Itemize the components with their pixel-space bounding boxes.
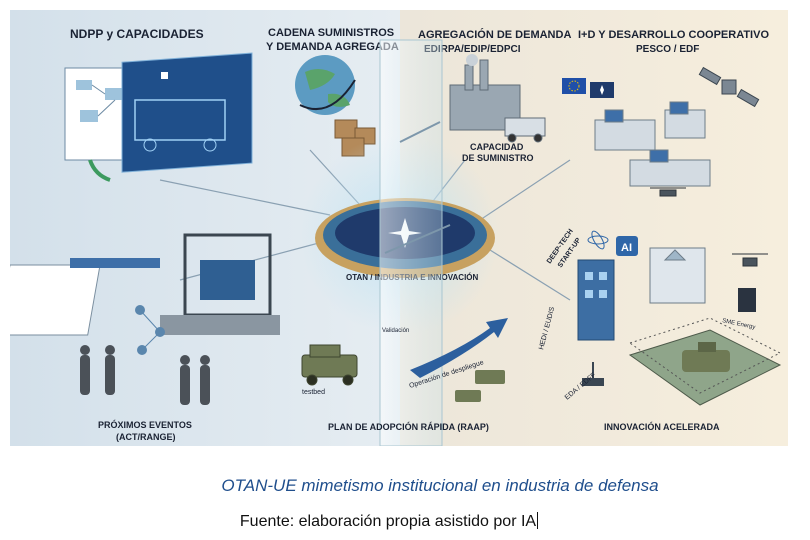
ndpp-dashboard-illustration xyxy=(64,52,253,182)
factory-illustration xyxy=(449,54,546,143)
nato-flag-icon xyxy=(590,82,614,98)
router-icon xyxy=(582,362,604,386)
deployment-arrow-icon xyxy=(410,318,508,378)
lab-desks-illustration xyxy=(594,101,711,187)
globe-icon xyxy=(295,55,356,115)
swap-arrow-top-icon xyxy=(399,121,441,143)
stage-illustration xyxy=(160,233,280,335)
infographic-figure: NDPP y CAPACIDADES CADENA SUMINISTROS Y … xyxy=(10,10,788,446)
innovation-title: INNOVACIÓN ACELERADA xyxy=(604,421,720,432)
source-text: Fuente: elaboración propia asistido por … xyxy=(239,513,537,530)
swap-arrow-mid-icon xyxy=(384,224,451,254)
ai-tag: AI xyxy=(621,242,632,254)
armored-vehicle-illustration xyxy=(301,344,358,386)
ndpp-title: NDPP y CAPACIDADES xyxy=(70,27,204,41)
satellite-icon xyxy=(698,66,760,108)
figure-caption-source: Fuente: elaboración propia asistido por … xyxy=(0,512,794,531)
aggregation-note-line1: CAPACIDAD xyxy=(470,142,524,152)
lab-pod-illustration xyxy=(649,247,706,304)
fenced-compound-illustration xyxy=(628,317,782,406)
network-nodes-icon xyxy=(135,305,165,355)
raap-tag-validation: Validación xyxy=(382,328,409,334)
text-cursor xyxy=(537,512,539,529)
solar-panel-icon xyxy=(738,288,756,312)
eu-flag-icon xyxy=(562,78,586,94)
startup-tower-illustration xyxy=(577,259,615,341)
figure-caption-title: OTAN-UE mimetismo institucional en indus… xyxy=(221,476,659,495)
white-marker xyxy=(161,72,168,79)
aggregation-subtitle: EDIRPA/EDIP/EDPCI xyxy=(424,44,521,55)
raap-title: PLAN DE ADOPCIÓN RÁPIDA (RAAP) xyxy=(328,421,489,432)
supply-title-line1: CADENA SUMINISTROS xyxy=(268,27,394,39)
glass-divider xyxy=(379,39,443,446)
rnd-title: I+D Y DESARROLLO COOPERATIVO xyxy=(578,29,769,41)
calendar-illustration xyxy=(10,258,160,336)
drone-icon xyxy=(650,187,686,197)
atom-icon xyxy=(587,230,609,250)
people-silhouettes xyxy=(80,345,210,405)
rnd-subtitle: PESCO / EDF xyxy=(636,44,699,55)
ai-chip-icon xyxy=(616,236,638,256)
events-subtitle: (ACT/RANGE) xyxy=(116,432,176,442)
quad-drone-icon xyxy=(732,253,768,267)
small-vehicles-illustration xyxy=(455,370,505,402)
raap-tag-testbed: testbed xyxy=(302,389,325,396)
supply-title-line2: Y DEMANDA AGREGADA xyxy=(266,41,399,53)
aggregation-note-line2: DE SUMINISTRO xyxy=(462,153,534,163)
events-title: PRÓXIMOS EVENTOS xyxy=(98,419,192,430)
aggregation-title: AGREGACIÓN DE DEMANDA xyxy=(418,28,571,41)
